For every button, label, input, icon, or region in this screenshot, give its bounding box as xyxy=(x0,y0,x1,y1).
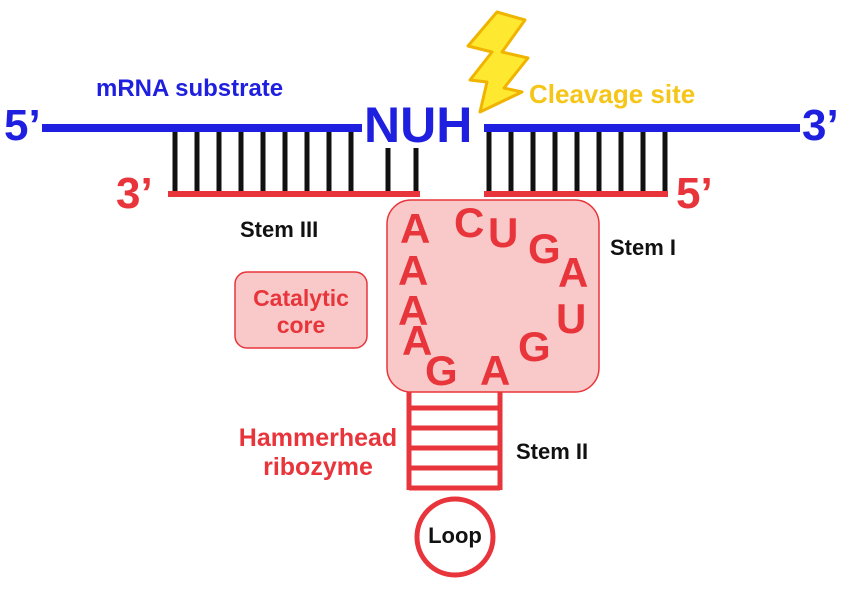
catalytic-core-label-line2: core xyxy=(276,312,326,338)
loop-label: Loop xyxy=(428,523,482,548)
core-nucleotide: A xyxy=(398,287,429,334)
stem-i-label: Stem I xyxy=(610,235,677,260)
core-nucleotide: C xyxy=(454,199,485,246)
catalytic-core-label-line1: Catalytic xyxy=(253,285,349,311)
core-nucleotide: A xyxy=(400,205,431,252)
hammerhead-ribozyme-label-line2: ribozyme xyxy=(263,453,373,481)
hammerhead-ribozyme-label: Hammerhead ribozyme xyxy=(230,424,406,482)
core-nucleotide: G xyxy=(528,225,561,272)
stem-i-base-pairs xyxy=(486,132,668,191)
hammerhead-ribozyme-label-line1: Hammerhead xyxy=(238,424,398,452)
lightning-bolt-icon xyxy=(466,10,530,114)
stem-iii-label: Stem III xyxy=(240,217,319,242)
substrate-five-prime-label: 5’ xyxy=(4,101,41,150)
core-nucleotide: A xyxy=(402,317,433,364)
core-nucleotide: A xyxy=(558,249,589,296)
cleavage-site-label: Cleavage site xyxy=(529,79,696,109)
mrna-substrate-label: mRNA substrate xyxy=(96,75,284,102)
core-nucleotide: A xyxy=(480,347,511,394)
nuh-site-label: NUH xyxy=(364,97,473,153)
core-nucleotide: G xyxy=(425,347,458,394)
ribozyme-five-prime-label: 5’ xyxy=(676,169,713,218)
stem-iii-base-pairs xyxy=(172,132,354,191)
nuh-base-stubs xyxy=(385,148,419,191)
ribozyme-three-prime-label: 3’ xyxy=(116,169,153,218)
core-nucleotide: U xyxy=(488,209,519,256)
catalytic-core-box xyxy=(386,199,600,393)
core-nucleotide: U xyxy=(556,295,587,342)
substrate-three-prime-label: 3’ xyxy=(802,101,839,150)
core-nucleotide: G xyxy=(518,323,551,370)
stem-ii xyxy=(406,392,503,491)
hairpin-loop xyxy=(414,496,496,578)
catalytic-core-label-box xyxy=(234,271,368,349)
core-nucleotide: A xyxy=(398,247,429,294)
stem-ii-label: Stem II xyxy=(516,439,589,464)
catalytic-core-label: Catalytic core xyxy=(235,285,367,339)
